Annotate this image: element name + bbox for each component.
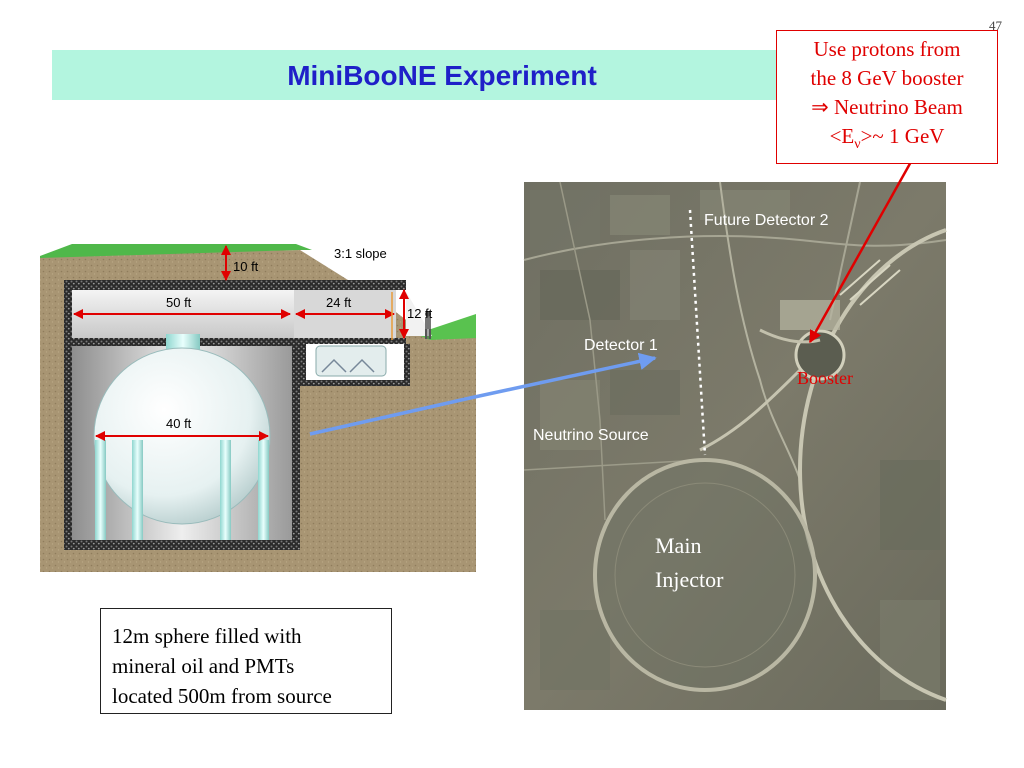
hall-floor	[64, 540, 300, 550]
map-label-future-detector: Future Detector 2	[704, 212, 829, 229]
page-title: MiniBooNE Experiment	[287, 60, 597, 91]
label-slope: 3:1 slope	[334, 246, 387, 261]
map-label-injector: Injector	[655, 567, 724, 592]
label-sphere: 40 ft	[166, 416, 192, 431]
slope-cut	[296, 286, 432, 336]
neutrino-beamline-dotted	[688, 209, 707, 456]
sphere-neck	[166, 334, 200, 352]
callout-line: <Eν>~ 1 GeV	[829, 124, 945, 153]
pointer-arrow-red	[808, 159, 914, 344]
electronics-box	[315, 345, 387, 377]
hall-right-wall	[292, 344, 300, 550]
main-injector-ring	[593, 458, 817, 692]
grass-top	[40, 244, 312, 258]
map-label-main: Main	[655, 533, 701, 558]
note-line: 12m sphere filled with	[112, 624, 302, 648]
ring-arc	[797, 228, 947, 702]
label-hall-length: 50 ft	[166, 295, 192, 310]
note-line: mineral oil and PMTs	[112, 654, 295, 678]
callout-line: Use protons from	[813, 37, 961, 61]
person-figure	[425, 311, 431, 339]
label-hall-height: 12 ft	[407, 306, 433, 321]
booster-callout-box: Use protons from the 8 GeV booster ⇒ Neu…	[776, 30, 998, 164]
corridor-floor	[64, 338, 406, 346]
label-annex-length: 24 ft	[326, 295, 352, 310]
callout-line: the 8 GeV booster	[810, 66, 964, 90]
implies-arrow: ⇒	[811, 95, 829, 119]
sphere-leg	[258, 440, 269, 540]
map-label-detector1: Detector 1	[584, 337, 658, 354]
sphere-leg	[220, 440, 231, 540]
page-number: 47	[989, 18, 1002, 33]
detector-note-box: 12m sphere filled with mineral oil and P…	[100, 608, 392, 714]
sphere-leg	[132, 440, 143, 540]
label-overburden: 10 ft	[233, 259, 259, 274]
detector-cross-section: 3:1 slope 10 ft 50 ft 24 ft 12 ft 40 ft	[40, 244, 476, 572]
note-line: located 500m from source	[112, 684, 332, 708]
map-label-booster: Booster	[797, 368, 853, 388]
sphere-leg	[95, 440, 106, 540]
callout-line: ⇒ Neutrino Beam	[811, 95, 963, 119]
pointer-arrow-blue	[309, 352, 657, 436]
hall-roof-gravel	[64, 280, 406, 290]
map-label-neutrino-source: Neutrino Source	[533, 427, 649, 444]
aerial-map: Future Detector 2 Detector 1 Booster Neu…	[523, 181, 947, 710]
hall-left-wall	[64, 280, 72, 550]
